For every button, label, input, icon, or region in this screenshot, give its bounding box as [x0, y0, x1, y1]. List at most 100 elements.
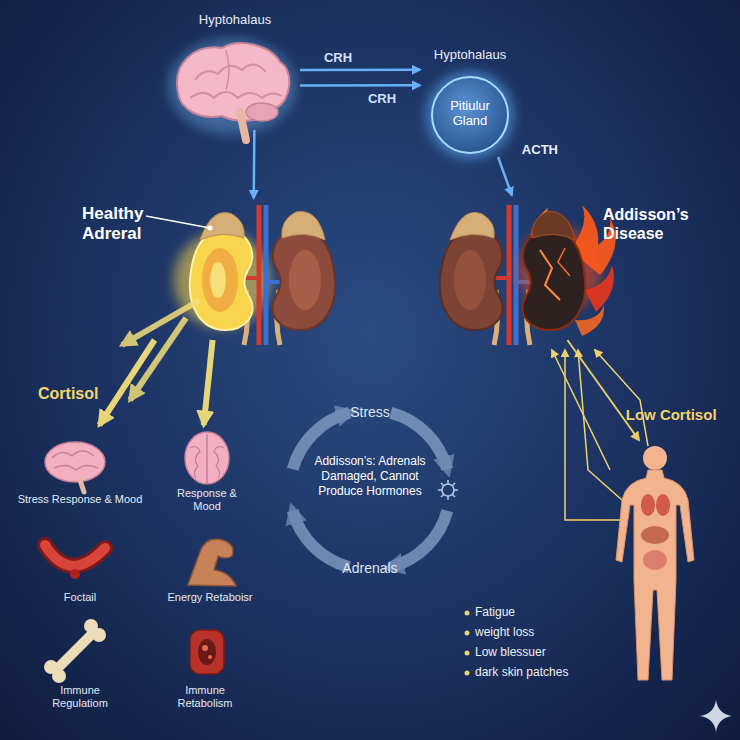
bullet-dots	[465, 651, 470, 656]
effect-icon: Immune Regulatiom	[25, 612, 135, 710]
muscle-icon	[188, 539, 236, 586]
effect-icon: Response & Mood	[150, 425, 265, 520]
addisons-adrenal-illustration	[440, 205, 616, 345]
healthy-adrenal-illustration	[273, 230, 336, 330]
node-title: Stress	[285, 404, 455, 421]
human-body	[643, 550, 667, 570]
bone-icon	[44, 619, 106, 683]
muscle-icon	[188, 539, 236, 586]
healthy-adrenal-illustration	[210, 262, 226, 298]
addisons-adrenal-illustration	[454, 250, 486, 310]
immune-icon	[202, 645, 208, 651]
node-title: Response & Mood	[177, 487, 237, 513]
hormone-arrow	[99, 340, 154, 425]
human-body	[643, 446, 667, 470]
addisons-adrenal-node: Addisson’s Disease	[440, 195, 715, 340]
human-body	[656, 494, 670, 516]
effect-icon: Stress Response & Mood	[10, 425, 150, 520]
hormone-arrow	[300, 84, 420, 87]
node-title: Stress Response & Mood	[10, 493, 150, 506]
circle-glow	[426, 71, 514, 159]
low-cortisol-lines	[595, 350, 648, 446]
addisons-adrenal-illustration	[507, 205, 512, 345]
hormone-arrow	[300, 68, 420, 71]
brain-icon	[54, 465, 98, 470]
human-body	[641, 494, 655, 516]
healthy-adrenal-node: Healthy Adreral	[70, 198, 340, 340]
brain-icon	[45, 442, 105, 492]
hypothalamus-brain	[177, 43, 289, 120]
low-cortisol-lines	[565, 350, 626, 520]
cortisol-arrows	[122, 300, 200, 345]
brain-top-icon	[214, 447, 224, 478]
hypothalamus-brain	[168, 38, 296, 140]
bullet-dots	[465, 631, 470, 636]
healthy-adrenal-illustration	[146, 216, 210, 228]
hypothalamus-node: Hyptohalaus	[170, 10, 300, 130]
healthy-adrenal-illustration	[146, 205, 335, 345]
addisons-adrenal-illustration	[440, 230, 503, 330]
hormone-arrow	[252, 130, 255, 198]
hypothalamus-brain	[226, 50, 229, 90]
edge-label: Low Cortisol	[626, 406, 717, 424]
node-text: dark skin patches	[475, 665, 615, 679]
effect-icon: Immune Retabolism	[150, 612, 260, 710]
virus-icon	[438, 480, 458, 500]
human-body	[641, 526, 669, 544]
edge-label: CRH	[324, 50, 352, 66]
healthy-adrenal-illustration	[190, 230, 253, 330]
hormone-arrow	[204, 340, 213, 425]
node-text: Addisson’s: Adrenals Damaged, Cannot Pro…	[310, 454, 430, 499]
bullet-dots	[465, 611, 470, 676]
addisons-adrenal-illustration	[523, 230, 586, 330]
node-title: Healthy Adreral	[82, 204, 192, 245]
addisons-adrenal-illustration	[494, 276, 509, 280]
healthy-adrenal-illustration	[200, 212, 244, 240]
healthy-adrenal-illustration	[266, 280, 281, 284]
healthy-adrenal-illustration	[244, 276, 259, 280]
hormone-arrow	[498, 157, 512, 195]
symptom-body: Fatigueweight lossLow blessuerdark skin …	[455, 440, 725, 700]
healthy-adrenal-illustration	[289, 250, 321, 310]
cycle-arrows	[391, 511, 448, 568]
node-text: Pitiulur Gland	[435, 98, 505, 128]
healthy-adrenal-illustration	[257, 205, 262, 345]
cortisol-arrows	[130, 318, 186, 400]
bullet-dots	[465, 611, 470, 616]
bone-icon	[92, 628, 106, 642]
addisons-adrenal-illustration	[532, 212, 575, 240]
sparkle-mark	[700, 700, 732, 732]
node-title: Energy Retaboisr	[140, 591, 280, 604]
cycle-arrows	[293, 413, 448, 568]
brain-icon	[52, 451, 94, 458]
node-text: Low blessuer	[475, 645, 615, 659]
cortisol-arrows	[122, 300, 200, 400]
brain-top-icon	[190, 447, 200, 478]
healthy-adrenal-illustration	[202, 248, 238, 312]
brain-icon	[80, 480, 84, 492]
vessel-icon	[45, 545, 105, 579]
pituitary-circle: HyptohalausPitiulur Gland	[420, 45, 520, 157]
brain-top-icon	[206, 434, 208, 484]
healthy-adrenal-illustration	[208, 226, 213, 231]
immune-icon	[190, 630, 224, 674]
cycle-arrows	[293, 511, 350, 568]
human-body	[616, 446, 694, 680]
node-title: Immune Retabolism	[165, 684, 245, 710]
vessel-icon	[45, 545, 105, 566]
effect-icon: Foctail	[25, 525, 135, 610]
bullet-dots	[465, 671, 470, 676]
hypothalamus-brain	[195, 64, 266, 80]
hypothalamus-brain	[246, 103, 278, 121]
addisons-adrenal-illustration	[540, 250, 560, 300]
brain-top-icon	[185, 432, 229, 484]
low-cortisol-lines	[552, 350, 610, 470]
effect-icon: Energy Retaboisr	[140, 525, 280, 610]
addisons-adrenal-illustration	[450, 212, 494, 240]
node-title: Immune Regulatiom	[40, 684, 120, 710]
hypothalamus-brain	[190, 92, 282, 98]
node-title: Hyptohalaus	[170, 12, 300, 28]
node-title: Hyptohalaus	[420, 47, 520, 63]
virus-icon	[438, 480, 458, 500]
